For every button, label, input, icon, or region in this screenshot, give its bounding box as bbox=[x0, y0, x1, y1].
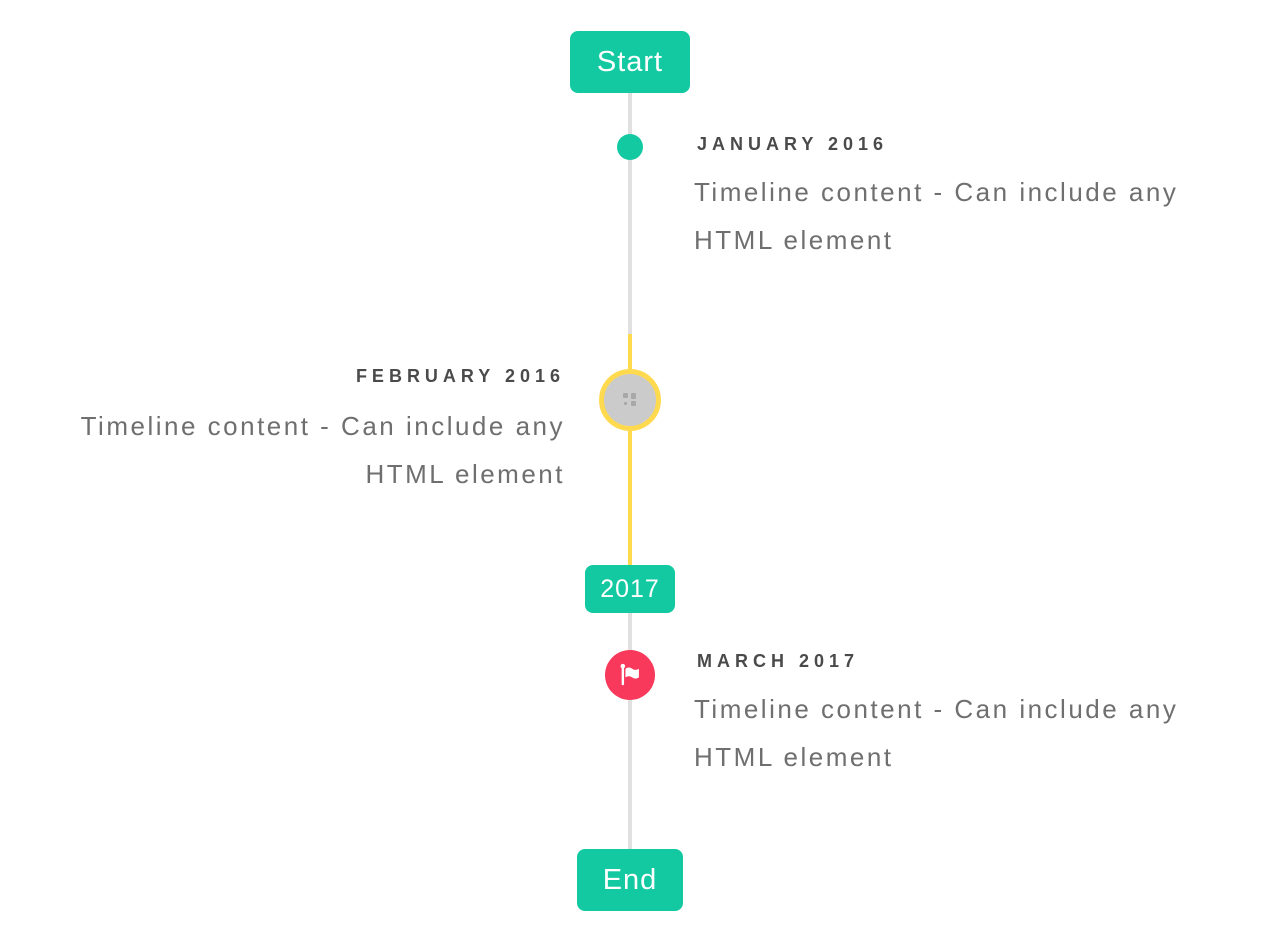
item-content-january: Timeline content - Can include any HTML … bbox=[694, 177, 1179, 255]
timeline-line-segment-yellow bbox=[628, 334, 632, 565]
item-content-march: Timeline content - Can include any HTML … bbox=[694, 694, 1179, 772]
teal-dot-marker-icon bbox=[617, 134, 643, 160]
timeline-line-segment-gray-bottom bbox=[628, 613, 632, 849]
item-title-january: JANUARY 2016 bbox=[697, 134, 889, 154]
timeline-line-segment-gray-top bbox=[628, 93, 632, 334]
timeline-year-badge: 2017 bbox=[585, 565, 675, 613]
year-badge-label: 2017 bbox=[600, 574, 660, 603]
flag-icon bbox=[620, 663, 639, 686]
flag-marker bbox=[605, 650, 655, 700]
broken-image-icon bbox=[623, 393, 637, 407]
item-title-march: MARCH 2017 bbox=[697, 651, 860, 671]
avatar-marker bbox=[599, 369, 661, 431]
end-badge-label: End bbox=[602, 863, 658, 896]
timeline-start-badge: Start bbox=[570, 31, 690, 93]
timeline-end-badge: End bbox=[577, 849, 683, 911]
start-badge-label: Start bbox=[596, 45, 664, 78]
item-content-february: Timeline content - Can include any HTML … bbox=[80, 411, 565, 489]
item-title-february: FEBRUARY 2016 bbox=[355, 366, 565, 386]
